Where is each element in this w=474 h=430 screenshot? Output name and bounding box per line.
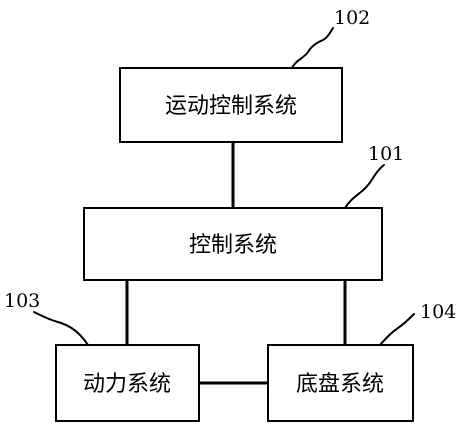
ref-number-104: 104 [420,301,456,323]
box-control-system: 控制系统 [83,207,383,281]
leader-line-104 [379,313,415,346]
box-power-label: 动力系统 [83,372,171,397]
reference-numbers: 102 101 103 104 [4,7,456,323]
box-chassis-system: 底盘系统 [267,344,414,422]
ref-number-101: 101 [368,143,404,165]
ref-number-103: 103 [4,290,40,312]
box-motion-control-label: 运动控制系统 [165,94,297,119]
leader-line-101 [344,164,385,209]
box-motion-control-system: 运动控制系统 [119,67,343,143]
box-chassis-label: 底盘系统 [296,372,384,397]
connections [125,142,347,385]
leader-line-102 [291,27,334,69]
leader-lines [33,27,415,346]
leader-line-103 [33,311,89,346]
ref-number-102: 102 [334,7,370,29]
box-control-label: 控制系统 [189,233,277,258]
box-power-system: 动力系统 [55,344,200,422]
